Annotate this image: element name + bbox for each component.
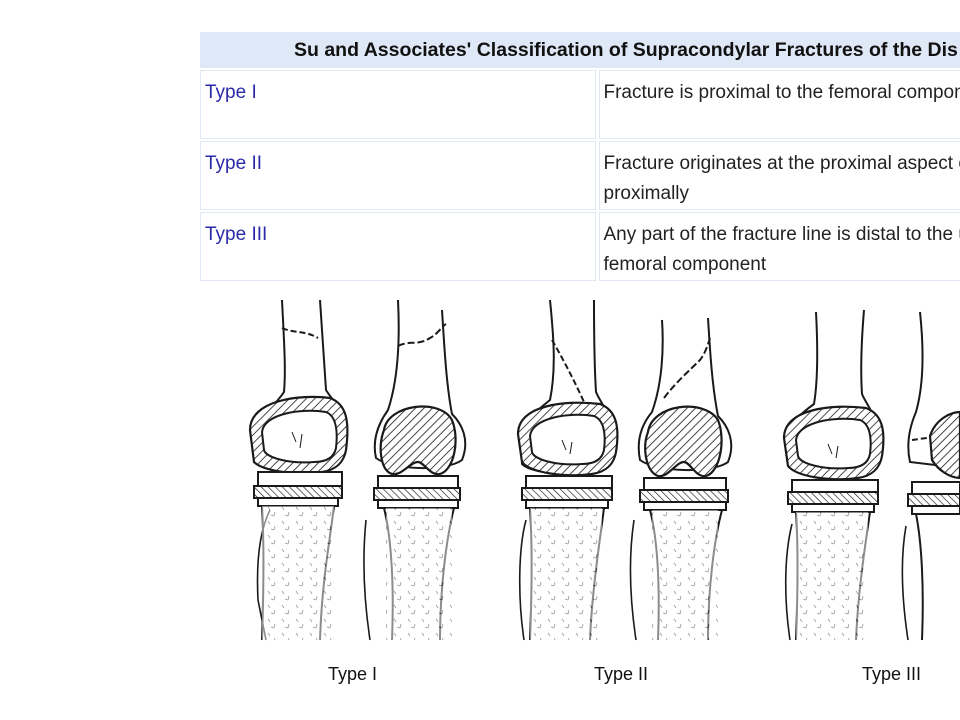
- description-line: Fracture originates at the proximal aspe…: [603, 153, 960, 174]
- table-row: Type I Fracture is proximal to the femor…: [200, 70, 960, 139]
- figure-label-type-iii: Type III: [862, 664, 922, 684]
- description-line: Fracture is proximal to the femoral comp…: [603, 82, 960, 103]
- classification-table-container: Su and Associates' Classification of Sup…: [200, 30, 960, 284]
- type-cell: Type II: [200, 141, 596, 210]
- knee-fracture-illustration: [248, 299, 960, 641]
- table-title: Su and Associates' Classification of Sup…: [200, 32, 960, 68]
- type-cell: Type I: [200, 70, 596, 139]
- description-cell: Any part of the fracture line is distal …: [598, 212, 960, 281]
- type-cell: Type III: [200, 212, 596, 281]
- figure-label-type-i: Type I: [328, 664, 378, 684]
- description-line: femoral component: [603, 254, 767, 275]
- table-row: Type III Any part of the fracture line i…: [200, 212, 960, 281]
- description-cell: Fracture is proximal to the femoral comp…: [598, 70, 960, 139]
- description-line: proximally: [603, 183, 690, 204]
- description-line: Any part of the fracture line is distal …: [603, 224, 960, 245]
- figure-label-type-ii: Type II: [594, 664, 649, 684]
- type-iii-ap-knee: [901, 311, 960, 641]
- type-ii-lateral-knee: [516, 299, 619, 641]
- type-ii-ap-knee: [629, 317, 733, 641]
- type-i-ap-knee: [363, 299, 467, 641]
- type-iii-lateral-knee: [782, 309, 885, 641]
- description-cell: Fracture originates at the proximal aspe…: [598, 141, 960, 210]
- table-row: Type II Fracture originates at the proxi…: [200, 141, 960, 210]
- type-i-lateral-knee: [248, 299, 349, 641]
- classification-table: Su and Associates' Classification of Sup…: [200, 30, 960, 283]
